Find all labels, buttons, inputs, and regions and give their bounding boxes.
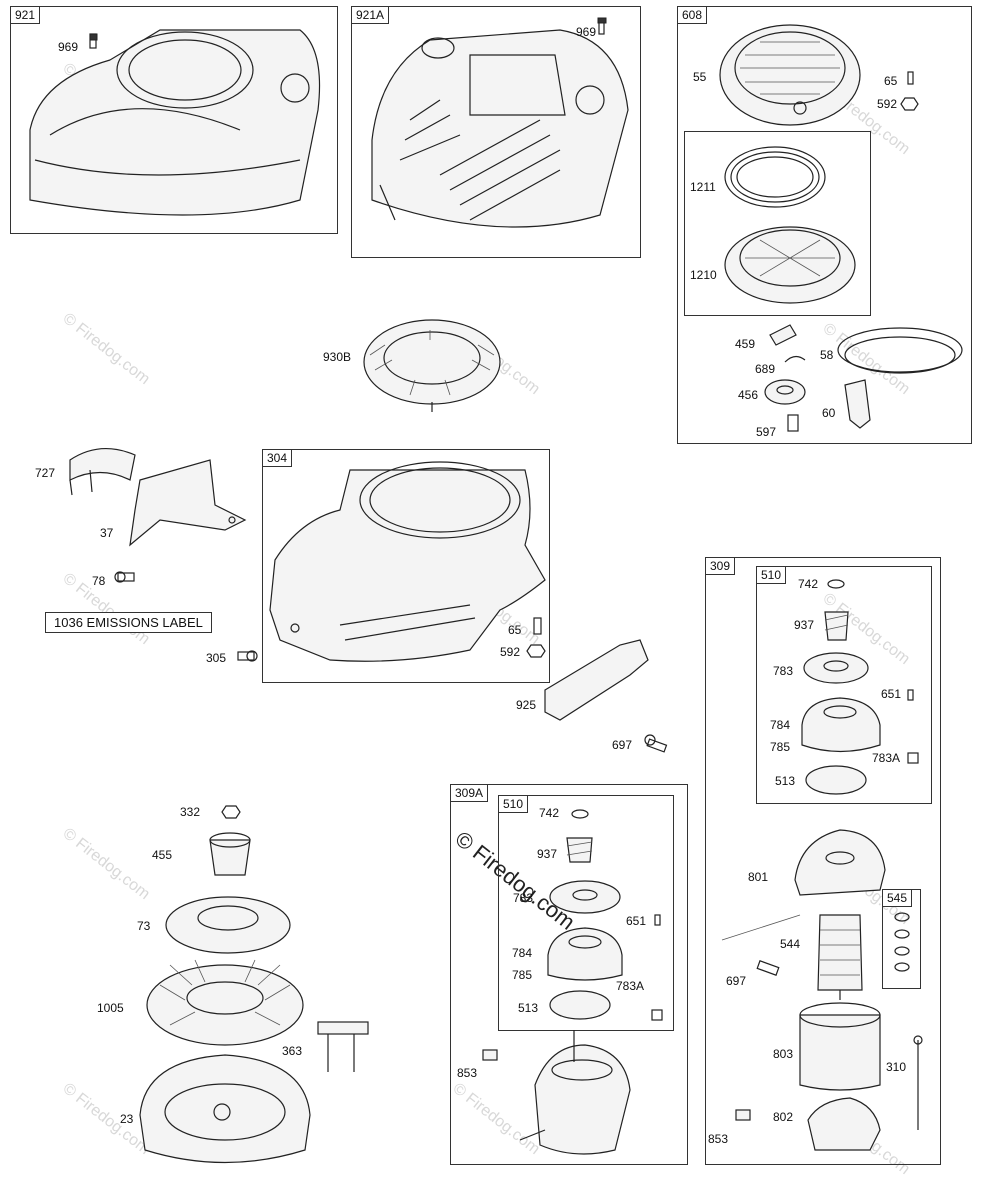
part-number-label: 305 xyxy=(206,651,227,665)
part-number-label: 803 xyxy=(773,1047,794,1061)
part-number-label: 455 xyxy=(152,848,173,862)
part-number-label: 65 xyxy=(508,623,522,637)
part-number-label: 73 xyxy=(137,919,151,933)
bolt-65-nut-592-drawing xyxy=(526,617,546,658)
part-number-label: 60 xyxy=(822,406,836,420)
drive-kit-510-left-drawing xyxy=(547,809,663,1021)
part-number-label: 853 xyxy=(708,1132,729,1146)
box-tag: 309A xyxy=(450,784,489,802)
baffle-37-drawing xyxy=(129,459,247,547)
part-number-label: 332 xyxy=(180,805,201,819)
part-number-label: 937 xyxy=(537,847,558,861)
part-number-label: 513 xyxy=(775,774,796,788)
drive-kit-510-right-drawing xyxy=(801,579,919,795)
part-number-label: 802 xyxy=(773,1110,794,1124)
box-tag: 510 xyxy=(498,795,529,813)
part-number-label: 969 xyxy=(58,40,79,54)
part-number-label: 1210 xyxy=(690,268,717,282)
rewind-starter-608-drawing xyxy=(719,24,963,432)
part-number-label: 58 xyxy=(820,348,834,362)
screw-305-drawing xyxy=(237,650,258,662)
box-tag: 921 xyxy=(10,6,41,24)
part-number-label: 784 xyxy=(512,946,533,960)
screen-930b-drawing xyxy=(363,319,501,412)
part-number-label: 727 xyxy=(35,466,56,480)
part-number-label: 930B xyxy=(323,350,352,364)
part-number-label: 689 xyxy=(755,362,776,376)
part-number-label: 742 xyxy=(539,806,560,820)
part-number-label: 1211 xyxy=(690,180,716,194)
box-tag: 921A xyxy=(351,6,390,24)
screw-697-drawing xyxy=(644,734,668,753)
guard-925-drawing xyxy=(544,639,649,721)
part-number-label: 785 xyxy=(512,968,533,982)
part-number-label: 592 xyxy=(500,645,521,659)
part-number-label: 801 xyxy=(748,870,769,884)
starter-motor-309-drawing xyxy=(721,829,923,1151)
part-number-label: 969 xyxy=(576,25,597,39)
part-number-label: 742 xyxy=(798,577,819,591)
part-number-label: 925 xyxy=(516,698,537,712)
part-number-label: 937 xyxy=(794,618,815,632)
blower-cover-921-drawing xyxy=(29,29,321,216)
part-number-label: 783A xyxy=(616,979,645,993)
starter-motor-309a-drawing xyxy=(482,1030,631,1155)
part-number-label: 23 xyxy=(120,1112,134,1126)
part-number-label: 78 xyxy=(92,574,106,588)
part-number-label: 544 xyxy=(780,937,801,951)
part-number-label: 784 xyxy=(770,718,791,732)
emissions-label-callout: 1036 EMISSIONS LABEL xyxy=(45,612,212,633)
part-number-label: 697 xyxy=(612,738,633,752)
group-box-921 xyxy=(10,6,338,234)
group-box-309a xyxy=(450,784,688,1165)
part-number-label: 65 xyxy=(884,74,898,88)
screw-78-drawing xyxy=(114,571,135,583)
part-number-label: 37 xyxy=(100,526,114,540)
part-number-label: 55 xyxy=(693,70,707,84)
part-number-label: 456 xyxy=(738,388,759,402)
part-number-label: 651 xyxy=(626,914,647,928)
shroud-727-drawing xyxy=(69,447,136,496)
group-box-510-left xyxy=(498,795,674,1031)
blower-housing-304-drawing xyxy=(269,461,546,662)
part-number-label: 363 xyxy=(282,1044,303,1058)
part-number-label: 697 xyxy=(726,974,747,988)
part-number-label: 651 xyxy=(881,687,902,701)
part-number-label: 1005 xyxy=(97,1001,124,1015)
part-number-label: 783 xyxy=(513,891,534,905)
part-number-label: 785 xyxy=(770,740,791,754)
part-number-label: 310 xyxy=(886,1060,907,1074)
group-box-921a xyxy=(351,6,641,258)
part-number-label: 783 xyxy=(773,664,794,678)
part-number-label: 783A xyxy=(872,751,901,765)
box-tag: 304 xyxy=(262,449,293,467)
part-number-label: 459 xyxy=(735,337,756,351)
group-box-304 xyxy=(262,449,550,683)
part-number-label: 597 xyxy=(756,425,777,439)
group-box-309 xyxy=(705,557,941,1165)
box-tag: 309 xyxy=(705,557,736,575)
box-tag: 545 xyxy=(882,889,913,907)
flywheel-assembly-drawing xyxy=(139,805,369,1164)
part-number-label: 513 xyxy=(518,1001,539,1015)
group-box-510-right xyxy=(756,566,932,804)
group-box-608 xyxy=(677,6,972,444)
box-tag: 608 xyxy=(677,6,708,24)
group-box-608-inner xyxy=(684,131,871,316)
box-tag: 510 xyxy=(756,566,787,584)
blower-cover-921a-drawing xyxy=(371,17,629,228)
part-number-label: 853 xyxy=(457,1066,478,1080)
part-number-label: 592 xyxy=(877,97,898,111)
